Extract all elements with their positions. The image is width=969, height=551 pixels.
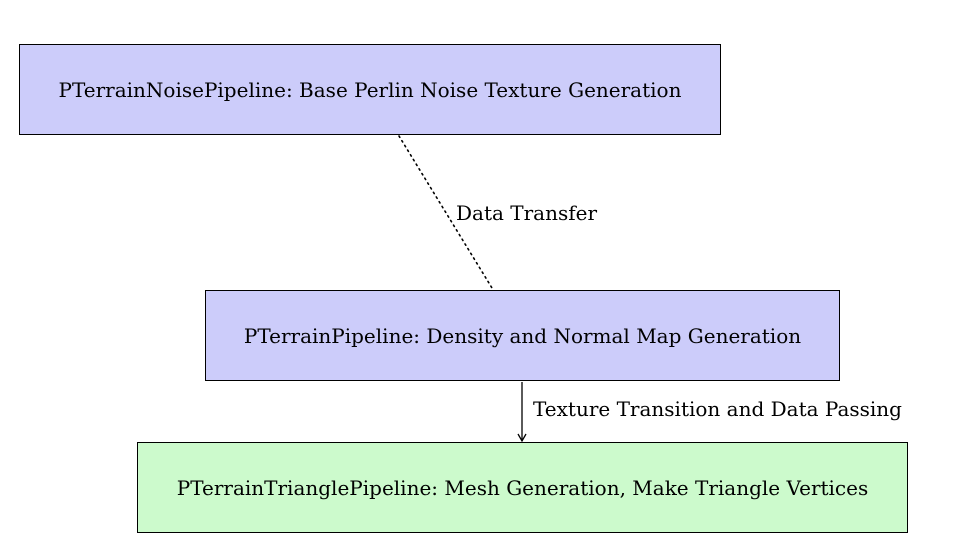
node-label: PTerrainPipeline: Density and Normal Map…: [243, 323, 802, 348]
edge-data-transfer: [398, 135, 493, 289]
edge-label-data-transfer: Data Transfer: [456, 201, 598, 225]
node-label: PTerrainTrianglePipeline: Mesh Generatio…: [176, 475, 869, 500]
node-terrain-triangle-pipeline: PTerrainTrianglePipeline: Mesh Generatio…: [137, 442, 908, 533]
node-terrain-pipeline: PTerrainPipeline: Density and Normal Map…: [205, 290, 840, 381]
node-label: PTerrainNoisePipeline: Base Perlin Noise…: [58, 77, 682, 102]
node-terrain-noise-pipeline: PTerrainNoisePipeline: Base Perlin Noise…: [19, 44, 721, 135]
edge-label-texture-transition: Texture Transition and Data Passing: [533, 397, 902, 421]
